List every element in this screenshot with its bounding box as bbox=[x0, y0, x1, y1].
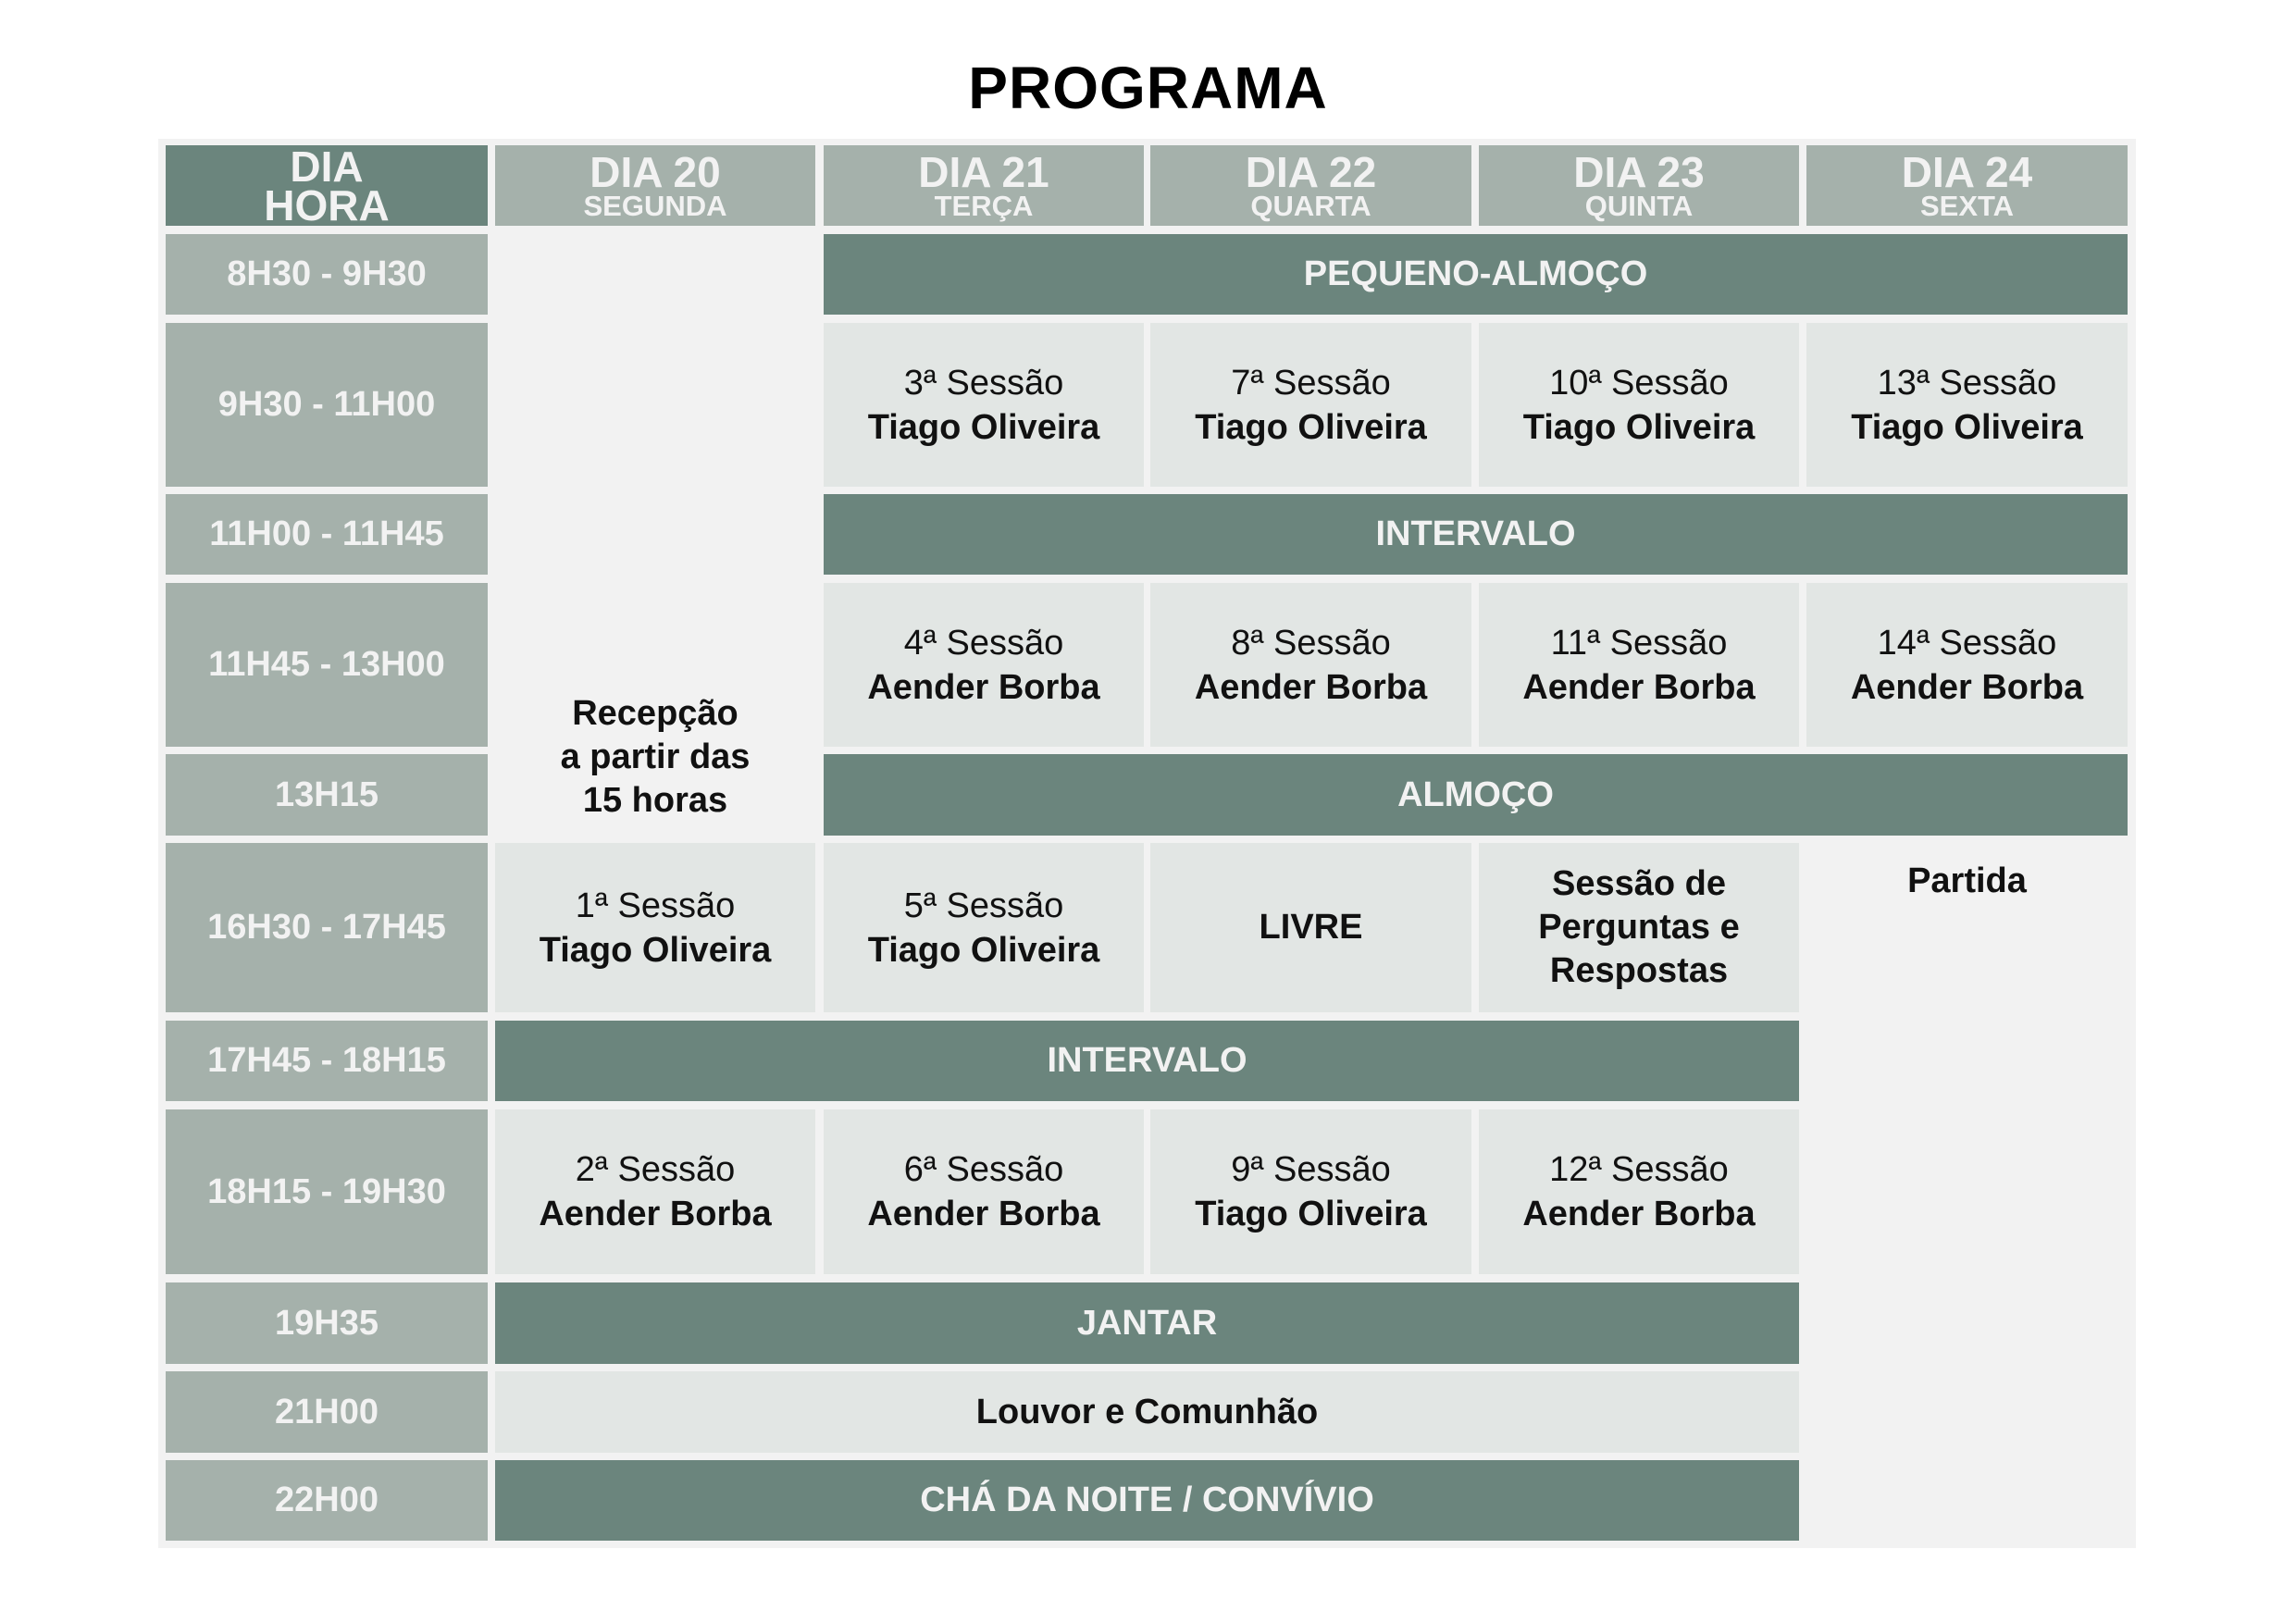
session-number: 1ª Sessão bbox=[575, 886, 736, 925]
hour-cell: 18H15 - 19H30 bbox=[166, 1109, 488, 1274]
qa-session-cell: Sessão de Perguntas e Respostas bbox=[1479, 843, 1799, 1012]
session-cell: 12ª Sessão Aender Borba bbox=[1479, 1109, 1799, 1274]
day-number: DIA 23 bbox=[1573, 147, 1705, 196]
day-header-22: DIA 22 QUARTA bbox=[1150, 145, 1471, 226]
corner-day-label: DIA bbox=[290, 142, 364, 191]
hour-cell: 21H00 bbox=[166, 1371, 488, 1453]
interval-bar-morning: INTERVALO bbox=[824, 494, 2128, 575]
qa-line: Sessão de bbox=[1552, 864, 1726, 903]
day-header-24: DIA 24 SEXTA bbox=[1806, 145, 2128, 226]
day-number: DIA 20 bbox=[590, 147, 721, 196]
session-speaker: Aender Borba bbox=[1522, 667, 1756, 707]
session-number: 6ª Sessão bbox=[903, 1150, 1064, 1189]
qa-line: Respostas bbox=[1549, 951, 1729, 990]
session-speaker: Tiago Oliveira bbox=[539, 930, 772, 970]
interval-bar-evening: INTERVALO bbox=[495, 1021, 1799, 1101]
session-number: 14ª Sessão bbox=[1877, 623, 2057, 663]
session-speaker: Aender Borba bbox=[1522, 1195, 1756, 1233]
hour-cell: 22H00 bbox=[166, 1460, 488, 1541]
session-speaker: Aender Borba bbox=[539, 1195, 772, 1233]
session-number: 5ª Sessão bbox=[903, 886, 1064, 925]
session-number: 10ª Sessão bbox=[1549, 363, 1729, 403]
session-cell: 13ª Sessão Tiago Oliveira bbox=[1806, 323, 2128, 487]
reception-line: Recepção bbox=[572, 694, 738, 733]
session-number: 3ª Sessão bbox=[903, 363, 1064, 403]
day-number: DIA 22 bbox=[1245, 147, 1377, 196]
session-speaker: Tiago Oliveira bbox=[1195, 407, 1427, 447]
lunch-bar: ALMOÇO bbox=[824, 754, 2128, 836]
day-number: DIA 24 bbox=[1901, 147, 2033, 196]
session-number: 9ª Sessão bbox=[1231, 1150, 1391, 1189]
worship-bar: Louvor e Comunhão bbox=[495, 1371, 1799, 1453]
reception-line: 15 horas bbox=[582, 781, 728, 820]
session-number: 8ª Sessão bbox=[1231, 623, 1391, 663]
session-cell: 4ª Sessão Aender Borba bbox=[824, 583, 1144, 747]
session-cell: 8ª Sessão Aender Borba bbox=[1150, 583, 1471, 747]
hour-cell: 9H30 - 11H00 bbox=[166, 323, 488, 487]
weekday: QUARTA bbox=[1250, 189, 1371, 222]
weekday: SEXTA bbox=[1919, 189, 2015, 222]
hour-cell: 13H15 bbox=[166, 754, 488, 836]
page-title: PROGRAMA bbox=[968, 55, 1328, 121]
session-number: 12ª Sessão bbox=[1549, 1150, 1729, 1189]
day-header-23: DIA 23 QUINTA bbox=[1479, 145, 1799, 226]
session-speaker: Aender Borba bbox=[1194, 667, 1428, 707]
session-speaker: Aender Borba bbox=[867, 1195, 1100, 1233]
hour-cell: 8H30 - 9H30 bbox=[166, 234, 488, 315]
session-cell: 9ª Sessão Tiago Oliveira bbox=[1150, 1109, 1471, 1274]
departure-note: Partida bbox=[1907, 861, 2027, 900]
session-speaker: Tiago Oliveira bbox=[1195, 1195, 1427, 1233]
session-speaker: Tiago Oliveira bbox=[867, 930, 1100, 970]
day-header-20: DIA 20 SEGUNDA bbox=[495, 145, 815, 226]
session-number: 7ª Sessão bbox=[1231, 363, 1391, 403]
dinner-bar: JANTAR bbox=[495, 1282, 1799, 1364]
session-number: 4ª Sessão bbox=[903, 623, 1064, 663]
session-cell: 14ª Sessão Aender Borba bbox=[1806, 583, 2128, 747]
session-speaker: Tiago Oliveira bbox=[1522, 407, 1756, 447]
weekday: SEGUNDA bbox=[583, 189, 727, 222]
session-number: 11ª Sessão bbox=[1550, 623, 1728, 663]
hour-cell: 16H30 - 17H45 bbox=[166, 843, 488, 1012]
session-speaker: Aender Borba bbox=[1850, 667, 2084, 707]
session-cell: 7ª Sessão Tiago Oliveira bbox=[1150, 323, 1471, 487]
session-cell: 1ª Sessão Tiago Oliveira bbox=[495, 843, 815, 1012]
hour-cell: 17H45 - 18H15 bbox=[166, 1021, 488, 1101]
session-speaker: Tiago Oliveira bbox=[867, 407, 1100, 447]
session-cell: 2ª Sessão Aender Borba bbox=[495, 1109, 815, 1274]
day-number: DIA 21 bbox=[918, 147, 1049, 196]
night-tea-bar: CHÁ DA NOITE / CONVÍVIO bbox=[495, 1460, 1799, 1541]
free-time-cell: LIVRE bbox=[1150, 843, 1471, 1012]
hour-cell: 11H00 - 11H45 bbox=[166, 494, 488, 575]
qa-line: Perguntas e bbox=[1538, 908, 1740, 947]
day-header-21: DIA 21 TERÇA bbox=[824, 145, 1144, 226]
reception-line: a partir das bbox=[560, 737, 751, 776]
corner-header: DIA HORA bbox=[166, 142, 488, 229]
session-speaker: Tiago Oliveira bbox=[1851, 407, 2083, 447]
session-cell: 11ª Sessão Aender Borba bbox=[1479, 583, 1799, 747]
hour-cell: 19H35 bbox=[166, 1282, 488, 1364]
session-number: 13ª Sessão bbox=[1877, 363, 2057, 403]
session-cell: 10ª Sessão Tiago Oliveira bbox=[1479, 323, 1799, 487]
session-number: 2ª Sessão bbox=[575, 1150, 736, 1189]
reception-note: Recepção a partir das 15 horas bbox=[495, 234, 815, 836]
weekday: QUINTA bbox=[1584, 189, 1694, 222]
session-cell: 3ª Sessão Tiago Oliveira bbox=[824, 323, 1144, 487]
session-cell: 6ª Sessão Aender Borba bbox=[824, 1109, 1144, 1274]
session-speaker: Aender Borba bbox=[867, 667, 1100, 707]
corner-hour-label: HORA bbox=[264, 180, 390, 229]
weekday: TERÇA bbox=[934, 189, 1034, 222]
breakfast-bar: PEQUENO-ALMOÇO bbox=[824, 234, 2128, 315]
session-cell: 5ª Sessão Tiago Oliveira bbox=[824, 843, 1144, 1012]
hour-cell: 11H45 - 13H00 bbox=[166, 583, 488, 747]
